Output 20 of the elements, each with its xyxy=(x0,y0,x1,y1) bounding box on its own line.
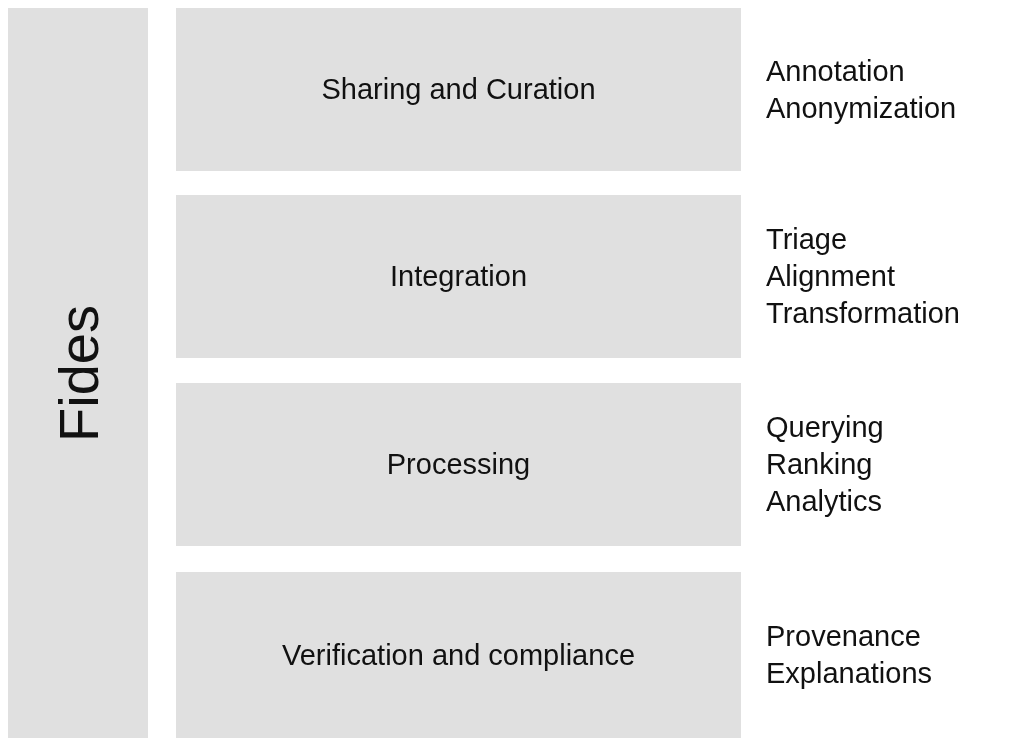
feature-label: Alignment xyxy=(766,259,896,294)
layer-label: Integration xyxy=(389,260,527,293)
feature-label: Explanations xyxy=(766,656,933,691)
feature-label: Anonymization xyxy=(766,90,957,126)
layer-box xyxy=(176,572,741,738)
layer-label: Verification and compliance xyxy=(281,638,635,672)
vertical-title: Fides xyxy=(45,304,111,442)
feature-label: Triage xyxy=(766,222,849,257)
feature-label: Provenance xyxy=(766,619,922,654)
feature-label: Analytics xyxy=(766,484,884,519)
feature-label: Transformation xyxy=(766,296,960,331)
layer-label: Processing xyxy=(386,448,531,481)
layer-label: Sharing and Curation xyxy=(321,73,596,106)
feature-label: Annotation xyxy=(766,53,906,89)
feature-label: Ranking xyxy=(766,447,874,482)
layer-box xyxy=(176,8,741,171)
title-band xyxy=(8,8,148,738)
layer-box xyxy=(176,383,741,546)
feature-label: Querying xyxy=(766,410,884,445)
layer-box xyxy=(176,195,741,358)
